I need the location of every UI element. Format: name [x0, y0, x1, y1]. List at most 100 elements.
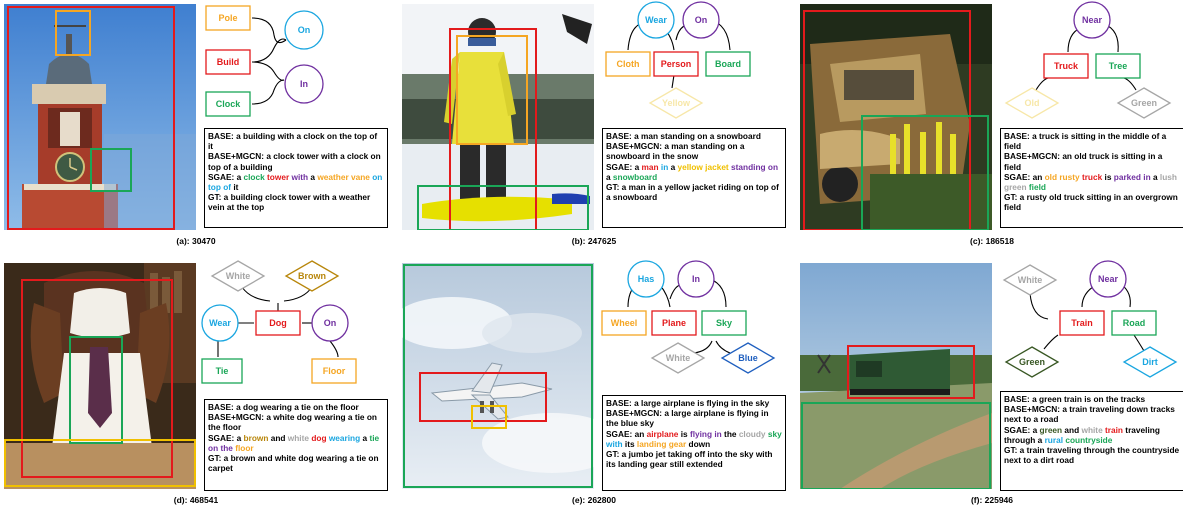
caption-text: BASE: a green train is on the tracks	[1004, 394, 1146, 404]
caption-box-d: BASE: a dog wearing a tie on the floor B…	[204, 399, 388, 491]
svg-text:White: White	[226, 271, 251, 281]
svg-text:Floor: Floor	[323, 366, 346, 376]
caption-text: its	[622, 438, 637, 449]
svg-text:Build: Build	[217, 57, 240, 67]
svg-text:Tie: Tie	[216, 366, 229, 376]
svg-text:Dirt: Dirt	[1142, 357, 1158, 367]
svg-text:Road: Road	[1123, 318, 1146, 328]
caption-base: BASE: a dog wearing a tie on the floor	[208, 402, 384, 412]
svg-text:Green: Green	[1019, 357, 1045, 367]
node-near: Near	[1073, 1, 1111, 39]
caption-text: GT: a rusty old truck sitting in an over…	[1004, 192, 1178, 213]
caption-base: BASE: a green train is on the tracks	[1004, 394, 1180, 404]
caption-text: GT: a building clock tower with a weathe…	[208, 192, 371, 213]
caption-text: a	[308, 171, 318, 182]
caption-text: GT: a man in a yellow jacket riding on t…	[606, 182, 779, 203]
caption-text: BASE+MGCN: a white dog wearing a tie on …	[208, 412, 377, 433]
caption-sgae: SGAE: a brown and white dog wearing a ti…	[208, 433, 384, 453]
svg-text:Near: Near	[1098, 274, 1119, 284]
caption-text: GT: a jumbo jet taking off into the sky …	[606, 449, 773, 470]
caption-text: a	[360, 432, 370, 443]
node-green: Green	[1116, 87, 1172, 119]
caption-box-b: BASE: a man standing on a snowboard BASE…	[602, 128, 786, 228]
caption-gt: GT: a brown and white dog wearing a tie …	[208, 453, 384, 473]
svg-text:Tree: Tree	[1109, 61, 1128, 71]
caption-sgae: SGAE: a man in a yellow jacket standing …	[606, 162, 782, 182]
scene-graph-d: White Brown Wear Dog On Tie Floor	[201, 260, 357, 384]
caption-box-f: BASE: a green train is on the tracks BAS…	[1000, 391, 1183, 491]
svg-text:Clock: Clock	[216, 99, 242, 109]
panel-c: Near Truck Tree Old Green BASE: a truck …	[796, 0, 1183, 259]
svg-text:Blue: Blue	[738, 353, 758, 363]
caption-gt: GT: a rusty old truck sitting in an over…	[1004, 192, 1180, 212]
svg-text:Old: Old	[1025, 98, 1040, 108]
caption-highlight: clock	[243, 171, 265, 182]
caption-highlight: sky	[767, 428, 782, 439]
caption-highlight: flying in	[689, 428, 722, 439]
caption-sgae: SGAE: an old rusty truck is parked in a …	[1004, 172, 1180, 192]
caption-text: is	[1102, 171, 1114, 182]
node-blue: Blue	[720, 342, 776, 374]
caption-highlight: tie	[369, 432, 380, 443]
caption-highlight: on top of	[208, 171, 383, 193]
svg-text:Plane: Plane	[662, 318, 686, 328]
svg-text:On: On	[298, 25, 311, 35]
node-on: On	[284, 10, 324, 50]
caption-text: BASE: a man standing on a snowboard	[606, 131, 761, 141]
caption-text: BASE+MGCN: a man standing on a snowboard…	[606, 141, 745, 162]
caption-base-mgcn: BASE+MGCN: a clock tower with a clock on…	[208, 151, 384, 171]
scene-graph-f: White Near Train Road Green Dirt	[1002, 260, 1178, 378]
svg-text:Wheel: Wheel	[611, 318, 638, 328]
caption-box-a: BASE: a building with a clock on the top…	[204, 128, 388, 228]
photo-clock-tower	[4, 4, 196, 230]
node-build: Build	[205, 49, 251, 75]
node-cloth: Cloth	[605, 51, 651, 77]
caption-sgae: SGAE: a green and white train traveling …	[1004, 425, 1180, 445]
caption-sgae: SGAE: a clock tower with a weather vane …	[208, 172, 384, 192]
svg-text:In: In	[692, 274, 700, 284]
photo-dog-tie	[4, 263, 196, 489]
caption-text: GT: a brown and white dog wearing a tie …	[208, 453, 379, 474]
caption-highlight: white	[287, 432, 309, 443]
node-brown: Brown	[284, 260, 340, 292]
caption-base: BASE: a man standing on a snowboard	[606, 131, 782, 141]
svg-text:Near: Near	[1082, 15, 1103, 25]
caption-text: BASE: a building with a clock on the top…	[208, 131, 378, 152]
scene-graph-e: Has In Wheel Plane Sky White Blue	[601, 260, 776, 374]
caption-highlight: with	[606, 438, 623, 449]
svg-text:Wear: Wear	[645, 15, 667, 25]
caption-highlight: landing gear	[636, 438, 687, 449]
caption-highlight: rural	[1044, 434, 1064, 445]
node-in: In	[677, 260, 715, 298]
panel-label-f: (f): 225946	[970, 495, 1014, 505]
caption-text: SGAE: a	[208, 432, 244, 443]
node-clock: Clock	[205, 91, 251, 117]
svg-text:Train: Train	[1071, 318, 1093, 328]
caption-gt: GT: a building clock tower with a weathe…	[208, 192, 384, 212]
caption-highlight: train	[1105, 424, 1123, 435]
caption-highlight: field	[1028, 182, 1046, 193]
caption-box-c: BASE: a truck is sitting in the middle o…	[1000, 128, 1183, 228]
svg-text:On: On	[695, 15, 708, 25]
caption-text: down	[686, 438, 711, 449]
node-dirt: Dirt	[1122, 346, 1178, 378]
caption-text: SGAE: an	[1004, 171, 1045, 182]
panel-label-a: (a): 30470	[176, 236, 216, 246]
caption-text: BASE+MGCN: a clock tower with a clock on…	[208, 151, 381, 172]
caption-text: is	[678, 428, 690, 439]
caption-highlight: snowboard	[612, 171, 658, 182]
caption-text: SGAE: a	[606, 161, 642, 172]
node-green: Green	[1004, 346, 1060, 378]
caption-text: SGAE: an	[606, 428, 647, 439]
panel-b: Wear On Cloth Person Board Yellow BASE: …	[398, 0, 792, 259]
caption-highlight: wearing	[328, 432, 361, 443]
panel-label-d: (d): 468541	[173, 495, 219, 505]
caption-base: BASE: a large airplane is flying in the …	[606, 398, 782, 408]
node-dog: Dog	[255, 310, 301, 336]
caption-text: SGAE: a	[208, 171, 244, 182]
panel-e: Has In Wheel Plane Sky White Blue BASE: …	[398, 259, 792, 518]
caption-text: BASE+MGCN: an old truck is sitting in a …	[1004, 151, 1163, 172]
node-train: Train	[1059, 310, 1105, 336]
svg-text:Pole: Pole	[218, 13, 237, 23]
caption-text: SGAE: a	[1004, 424, 1040, 435]
